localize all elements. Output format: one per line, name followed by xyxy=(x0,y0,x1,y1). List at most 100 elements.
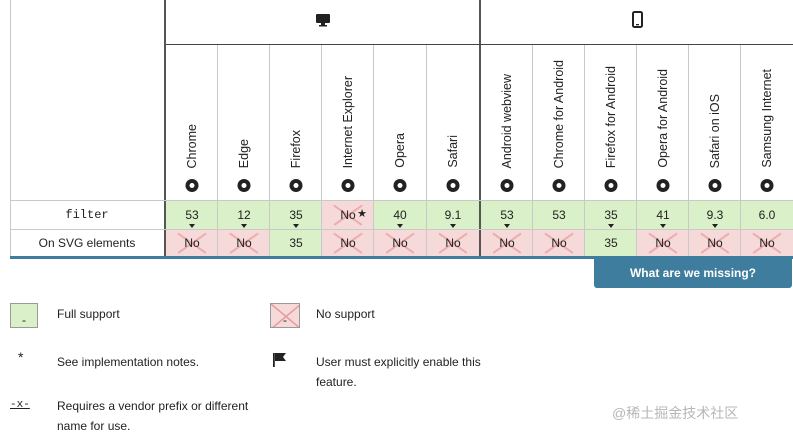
edge-icon xyxy=(237,179,251,192)
expand-triangle-icon[interactable] xyxy=(660,224,666,228)
notes-star-icon: * xyxy=(18,349,24,365)
table-bottom-border xyxy=(10,256,793,259)
expand-triangle-icon[interactable] xyxy=(504,224,510,228)
expand-triangle-icon[interactable] xyxy=(293,224,299,228)
browser-name: Samsung Internet xyxy=(760,69,774,168)
support-value: No xyxy=(392,236,408,250)
support-cell[interactable]: 35 xyxy=(270,201,322,229)
column-divider xyxy=(584,44,585,256)
browser-header-firefox: Firefox xyxy=(270,44,322,200)
support-cell[interactable]: No xyxy=(166,230,218,256)
support-value: No xyxy=(236,236,252,250)
support-cell[interactable]: No xyxy=(533,230,585,256)
support-cell[interactable]: 53 xyxy=(533,201,585,229)
support-value: 9.1 xyxy=(444,208,462,222)
support-value: 6.0 xyxy=(758,208,776,222)
support-cell[interactable]: No xyxy=(481,230,533,256)
column-divider xyxy=(217,44,218,256)
browser-header-samsung-internet: Samsung Internet xyxy=(741,44,793,200)
support-cell[interactable]: No xyxy=(741,230,793,256)
legend-prefix-line1: Requires a vendor prefix or different xyxy=(57,399,249,413)
browser-name: Firefox for Android xyxy=(604,65,618,168)
support-cell[interactable]: 53 xyxy=(481,201,533,229)
flag-icon xyxy=(272,352,288,373)
support-value: No xyxy=(655,236,671,250)
browser-header-chrome-for-android: Chrome for Android xyxy=(533,44,585,200)
support-cell[interactable]: 35 xyxy=(270,230,322,256)
browser-name: Chrome xyxy=(185,123,199,168)
support-cell[interactable]: No xyxy=(218,230,270,256)
support-value: No xyxy=(499,236,515,250)
support-value: No xyxy=(759,236,775,250)
expand-triangle-icon[interactable] xyxy=(608,224,614,228)
desktop-group-header xyxy=(166,0,480,44)
support-cell[interactable]: No xyxy=(637,230,689,256)
support-value: No xyxy=(340,236,356,250)
expand-triangle-icon[interactable] xyxy=(397,224,403,228)
support-cell[interactable]: 41 xyxy=(637,201,689,229)
legend-flag-line2: feature. xyxy=(316,375,357,389)
support-cell[interactable]: No xyxy=(322,230,374,256)
no-support-swatch: - xyxy=(270,303,300,328)
support-value: No xyxy=(340,208,356,222)
support-cell[interactable]: No xyxy=(427,230,479,256)
browser-header-internet-explorer: Internet Explorer xyxy=(322,44,374,200)
column-divider xyxy=(373,44,374,256)
support-value: No xyxy=(445,236,461,250)
samsung-icon xyxy=(760,179,774,192)
support-cell[interactable]: 9.3 xyxy=(689,201,741,229)
support-value: 9.3 xyxy=(706,208,724,222)
support-value: 53 xyxy=(185,208,199,222)
support-value: 35 xyxy=(604,208,618,222)
label-column-divider xyxy=(164,0,166,256)
browser-header-android-webview: Android webview xyxy=(481,44,533,200)
support-cell[interactable]: 6.0 xyxy=(741,201,793,229)
legend-full-support: Full support xyxy=(57,307,120,321)
legend-implementation-notes: See implementation notes. xyxy=(57,355,200,369)
support-value: 35 xyxy=(289,208,303,222)
ie-icon xyxy=(341,179,355,192)
support-cell[interactable]: 35 xyxy=(585,201,637,229)
support-cell[interactable]: 40 xyxy=(374,201,426,229)
support-cell[interactable]: No xyxy=(689,230,741,256)
expand-triangle-icon[interactable] xyxy=(450,224,456,228)
expand-triangle-icon[interactable] xyxy=(189,224,195,228)
opera-icon xyxy=(656,179,670,192)
watermark-text: @稀土掘金技术社区 xyxy=(612,405,739,421)
legend-flag-line1: User must explicitly enable this xyxy=(316,355,481,369)
column-divider xyxy=(426,44,427,256)
browser-header-edge: Edge xyxy=(218,44,270,200)
full-support-swatch: - xyxy=(10,303,38,328)
prefix-icon: -x- xyxy=(10,399,30,411)
expand-triangle-icon[interactable] xyxy=(241,224,247,228)
mobile-icon xyxy=(631,11,643,33)
browser-name: Chrome for Android xyxy=(552,59,566,168)
expand-triangle-icon[interactable] xyxy=(712,224,718,228)
opera-icon xyxy=(393,179,407,192)
support-value: 35 xyxy=(604,236,618,250)
column-divider xyxy=(269,44,270,256)
support-cell[interactable]: 9.1 xyxy=(427,201,479,229)
browser-name: Opera for Android xyxy=(656,69,670,168)
browser-name: Internet Explorer xyxy=(341,75,355,168)
support-value: No xyxy=(184,236,200,250)
browser-name: Edge xyxy=(237,138,251,168)
support-value: 40 xyxy=(393,208,407,222)
support-cell[interactable]: 35 xyxy=(585,230,637,256)
browser-name: Android webview xyxy=(500,73,514,169)
android-icon xyxy=(500,179,514,192)
support-cell[interactable]: 12 xyxy=(218,201,270,229)
support-cell[interactable]: 53 xyxy=(166,201,218,229)
support-cell[interactable]: No★ xyxy=(322,201,374,229)
chrome-icon xyxy=(185,179,199,192)
firefox-icon xyxy=(289,179,303,192)
browser-header-opera: Opera xyxy=(374,44,426,200)
browser-name: Safari xyxy=(446,135,460,168)
column-divider xyxy=(740,44,741,256)
column-divider xyxy=(636,44,637,256)
browser-name: Opera xyxy=(393,133,407,168)
support-cell[interactable]: No xyxy=(374,230,426,256)
mobile-group-header xyxy=(481,0,793,44)
what-are-we-missing-button[interactable]: What are we missing? xyxy=(594,258,792,288)
browser-name: Firefox xyxy=(289,129,303,168)
